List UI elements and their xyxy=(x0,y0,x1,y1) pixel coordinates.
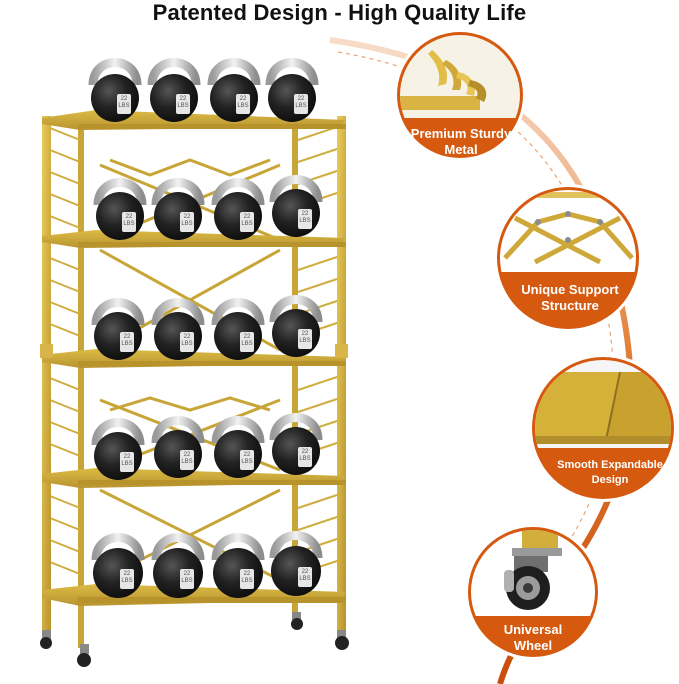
kettlebells xyxy=(88,58,323,598)
shelf-frame xyxy=(40,110,349,667)
callout-expandable xyxy=(529,354,677,502)
callout-wheel xyxy=(465,524,601,660)
callout-metal xyxy=(394,29,526,161)
shelf-tiers xyxy=(42,110,346,606)
callout-support xyxy=(494,184,642,332)
headline: Patented Design - High Quality Life xyxy=(152,0,527,25)
shelf-wheels xyxy=(40,612,349,667)
